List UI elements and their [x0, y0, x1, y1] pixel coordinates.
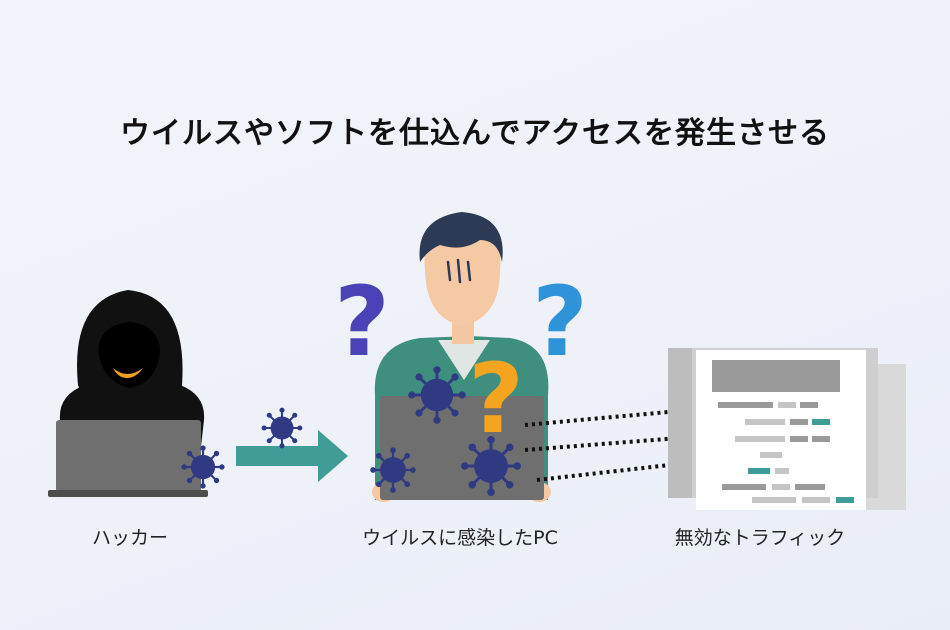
transfer-arrow	[236, 406, 348, 482]
hacker-figure	[48, 290, 226, 497]
hacker-caption: ハッカー	[91, 527, 168, 549]
question-mark-purple: ?	[334, 266, 390, 378]
hacker-laptop	[56, 420, 201, 492]
virus-icon	[406, 364, 468, 426]
webpage-stack	[668, 348, 906, 510]
virus-icon	[369, 446, 417, 494]
virus-icon	[180, 444, 226, 490]
infected-pc-user	[369, 212, 551, 502]
diagram-title: ウイルスやソフトを仕込んでアクセスを発生させる	[120, 116, 830, 151]
question-mark-blue: ?	[532, 266, 588, 378]
invalid-traffic-caption: 無効なトラフィック	[674, 527, 846, 549]
virus-icon	[260, 406, 304, 450]
question-mark-orange: ?	[468, 343, 524, 455]
infected-pc-caption: ウイルスに感染したPC	[362, 527, 558, 549]
